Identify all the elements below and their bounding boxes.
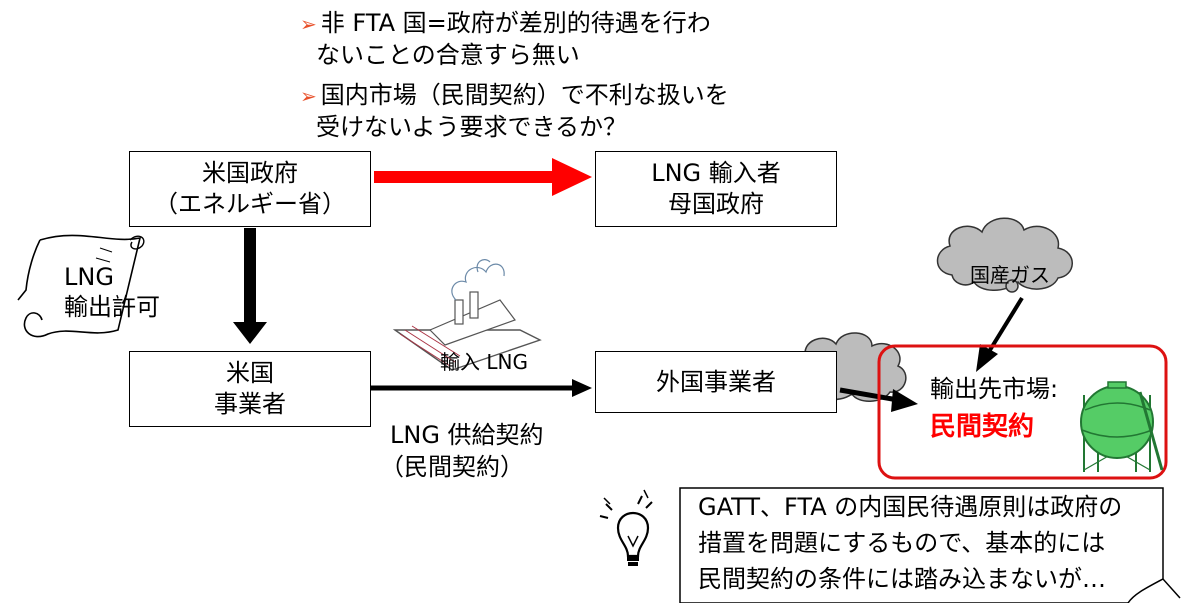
lng-tank-icon: [1080, 381, 1164, 472]
note-2: ➢国内市場（民間契約）で不利な扱いを: [300, 80, 729, 112]
importer-label: LNG 輸入者: [651, 159, 781, 187]
us-government-dept: （エネルギー省）: [154, 190, 346, 218]
foreign-to-market-arrow: [839, 387, 918, 412]
private-contract-highlight: 民間契約: [930, 412, 1035, 442]
red-arrow: [374, 158, 592, 196]
permit-label-line-1: LNG: [64, 263, 114, 291]
domestic-gas-cloud: [936, 217, 1073, 293]
importer-government-box: LNG 輸入者 母国政府: [595, 151, 837, 227]
domestic-gas-label: 国産ガス: [970, 263, 1050, 287]
bullet-icon: ➢: [300, 84, 317, 108]
foreign-business-box: 外国事業者: [595, 351, 837, 413]
lightbulb-icon: [599, 489, 653, 566]
permit-label-line-2: 輸出許可: [64, 293, 160, 321]
us-government-name: 米国政府: [202, 159, 298, 187]
us-government-box: 米国政府 （エネルギー省）: [129, 151, 371, 227]
export-market-label: 輸出先市場:: [930, 375, 1059, 403]
contract-label-line-2: （民間契約）: [380, 453, 524, 481]
contract-arrow: [371, 379, 592, 397]
us-business-line-2: 事業者: [214, 390, 286, 418]
callout-line-3: 民間契約の条件には踏み込まないが…: [698, 565, 1106, 593]
foreign-business-label: 外国事業者: [656, 367, 776, 396]
contract-label-line-1: LNG 供給契約: [390, 421, 544, 449]
bullet-icon: ➢: [300, 12, 317, 36]
down-arrow: [233, 228, 267, 344]
note-1-line-2: ないことの合意すら無い: [316, 41, 580, 69]
domestic-to-market-arrow: [976, 296, 1024, 372]
note-1-line-1: 非 FTA 国=政府が差別的待遇を行わ: [320, 9, 711, 37]
us-business-line-1: 米国: [226, 359, 274, 387]
callout-line-1: GATT、FTA の内国民待遇原則は政府の: [698, 493, 1123, 521]
import-lng-label: 輸入 LNG: [440, 350, 528, 374]
us-business-box: 米国 事業者: [129, 351, 371, 427]
lng-ship-icon: [392, 259, 542, 371]
home-government-label: 母国政府: [668, 190, 764, 218]
export-market-frame: [877, 344, 1168, 480]
note-1: ➢非 FTA 国=政府が差別的待遇を行わ: [300, 8, 711, 40]
note-2-line-2: 受けないよう要求できるか？: [316, 113, 628, 141]
note-2-line-1: 国内市場（民間契約）で不利な扱いを: [320, 81, 729, 109]
callout-line-2: 措置を問題にするもので、基本的には: [698, 529, 1106, 557]
permit-scroll-icon: [17, 234, 145, 338]
